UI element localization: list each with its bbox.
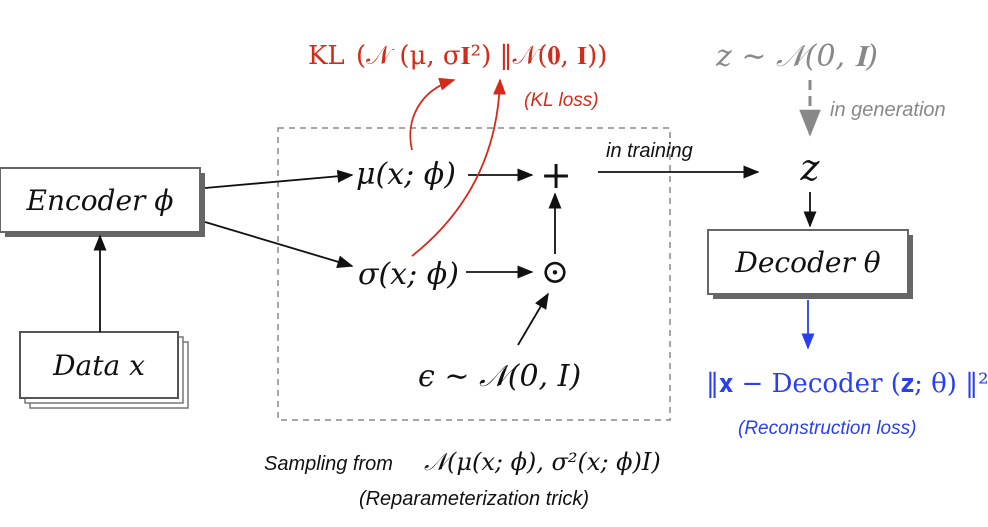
- kl-arrow-from-sigma: [411, 78, 507, 257]
- kl-prefix: KL: [308, 41, 345, 71]
- encoder-label: Encoder ϕ: [26, 184, 174, 217]
- encoder-box: [0, 167, 201, 233]
- epsilon-to-odot-arrow: [517, 292, 549, 346]
- decoder-label: Decoder θ: [734, 246, 880, 279]
- sampling-prefix: Sampling from: [264, 453, 393, 475]
- encoder-to-sigma-arrow: [204, 221, 354, 269]
- recon-loss-label: (Reconstruction loss): [738, 418, 916, 439]
- encoder-to-mu-arrow: [204, 169, 354, 189]
- sigma-term: σ(x; ϕ): [358, 257, 459, 292]
- recon-expression: ‖𝐱 − Decoder (𝐳; θ) ‖²: [706, 369, 988, 399]
- sampling-expression: 𝒩(μ(x; ϕ), σ²(x; ϕ)I): [424, 448, 661, 476]
- kl-loss-label: (KL loss): [524, 90, 599, 111]
- training-label: in training: [606, 140, 693, 162]
- mu-term: μ(x; ϕ): [356, 157, 456, 192]
- reparameterization-label: (Reparameterization trick): [359, 488, 589, 510]
- kl-arrow-from-mu: [409, 77, 456, 151]
- prior-expression: z ∼ 𝒩(0, 𝐈): [715, 39, 878, 74]
- decoder-box: [707, 229, 909, 295]
- reparameterization-region: [277, 127, 671, 421]
- epsilon-term: ϵ ∼ 𝒩(0, I): [418, 359, 581, 394]
- odot-operator: ⊙: [541, 252, 570, 292]
- data-card: [19, 331, 179, 399]
- plus-operator: +: [540, 153, 572, 197]
- latent-z: z: [800, 148, 821, 189]
- generation-label: in generation: [830, 99, 946, 121]
- kl-expression: (𝒩 (μ, σ𝐈²) ‖𝒩(𝟎, 𝐈)): [356, 41, 607, 71]
- data-label: Data x: [52, 349, 145, 382]
